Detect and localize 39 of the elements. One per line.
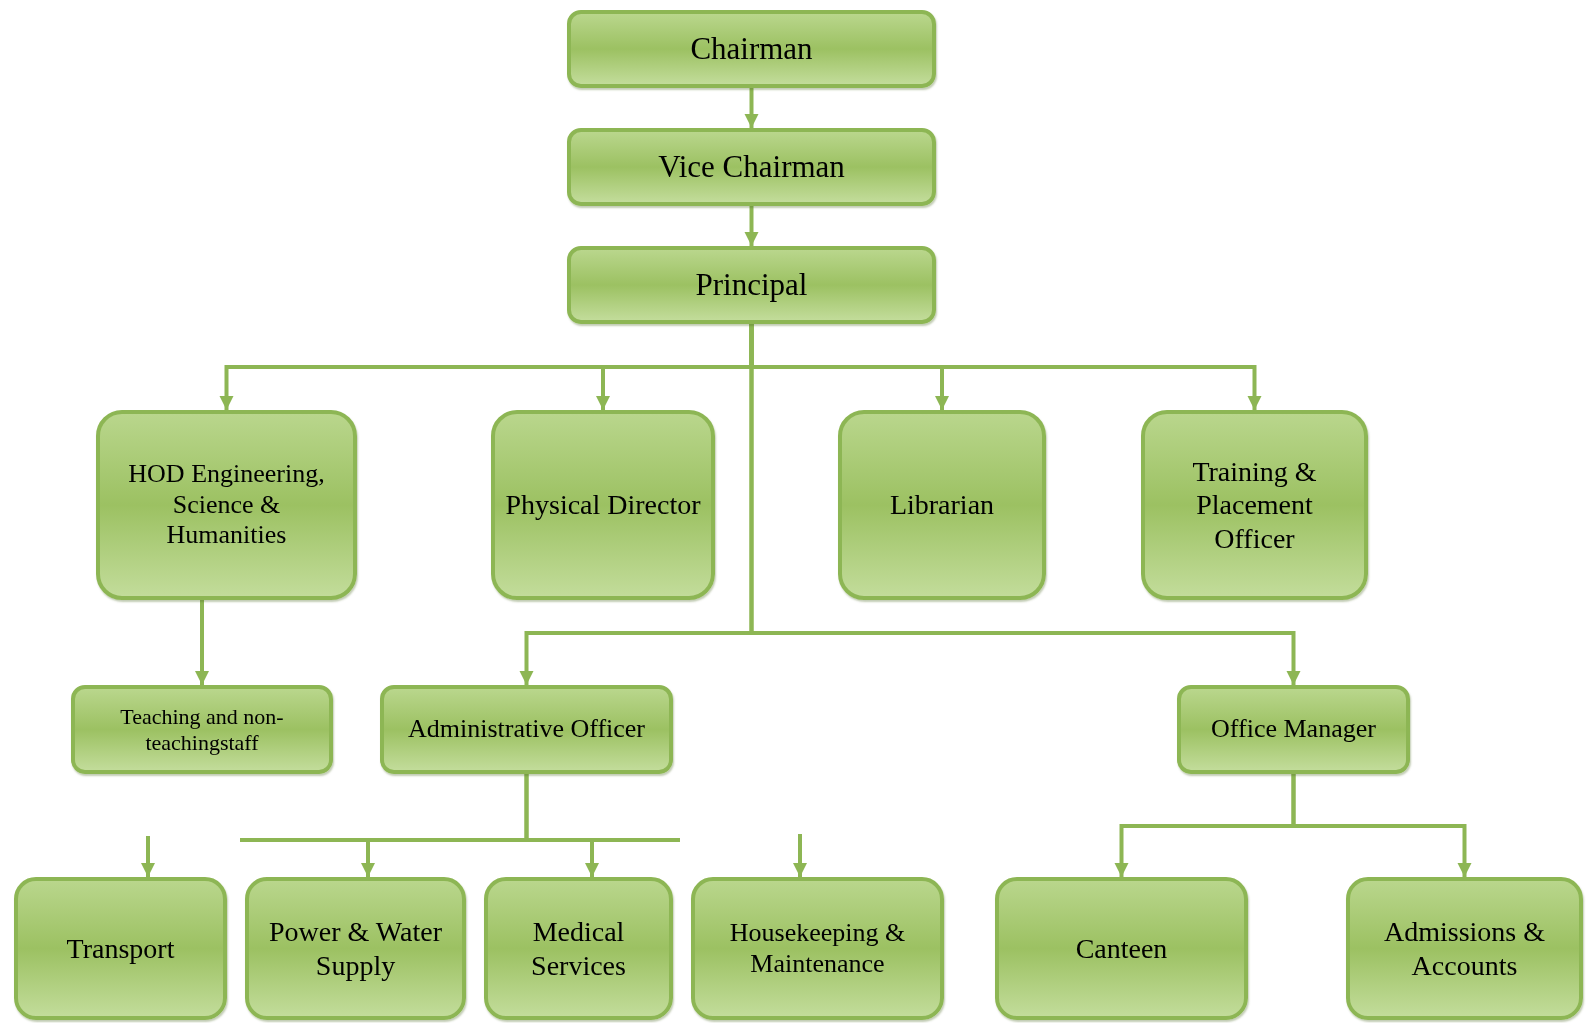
- role-label: Physical Director: [505, 488, 701, 522]
- arrow: [1291, 774, 1472, 877]
- role-label: Transport: [66, 932, 175, 965]
- arrow: [524, 774, 599, 877]
- role-label: HOD Engineering, Science & Humanities: [127, 459, 326, 551]
- org-box: [71, 685, 333, 774]
- role-label: Librarian: [889, 488, 995, 522]
- org-box: [1141, 410, 1368, 600]
- org-box: [380, 685, 673, 774]
- org-box: [14, 877, 227, 1020]
- role-label: Vice Chairman: [658, 148, 845, 186]
- role-label: Medical Services: [530, 915, 627, 982]
- org-box: [567, 246, 936, 324]
- org-box: [491, 410, 715, 600]
- org-box: [484, 877, 673, 1020]
- arrow: [744, 206, 759, 246]
- org-box: [567, 128, 936, 206]
- arrow: [195, 600, 209, 685]
- role-label: Chairman: [690, 30, 813, 68]
- role-label: Canteen: [1075, 932, 1168, 965]
- role-label: Administrative Officer: [407, 714, 646, 745]
- arrow: [141, 836, 155, 877]
- org-box: [838, 410, 1046, 600]
- role-label: Admissions & Accounts: [1383, 915, 1546, 982]
- role-label: Housekeeping & Maintenance: [728, 917, 907, 980]
- role-label: Training & Placement Officer: [1191, 455, 1318, 555]
- org-box: [691, 877, 944, 1020]
- org-box: [567, 10, 936, 88]
- org-box: [1177, 685, 1410, 774]
- role-label: Principal: [695, 266, 808, 304]
- arrow: [793, 834, 807, 877]
- org-box: [96, 410, 357, 600]
- role-label: Office Manager: [1211, 714, 1376, 745]
- role-label: Teaching and non-teachingstaff: [119, 703, 285, 756]
- arrow: [744, 88, 759, 128]
- org-box: [245, 877, 466, 1020]
- org-box: [1346, 877, 1583, 1020]
- role-label: Power & Water Supply: [268, 915, 443, 982]
- org-box: [995, 877, 1248, 1020]
